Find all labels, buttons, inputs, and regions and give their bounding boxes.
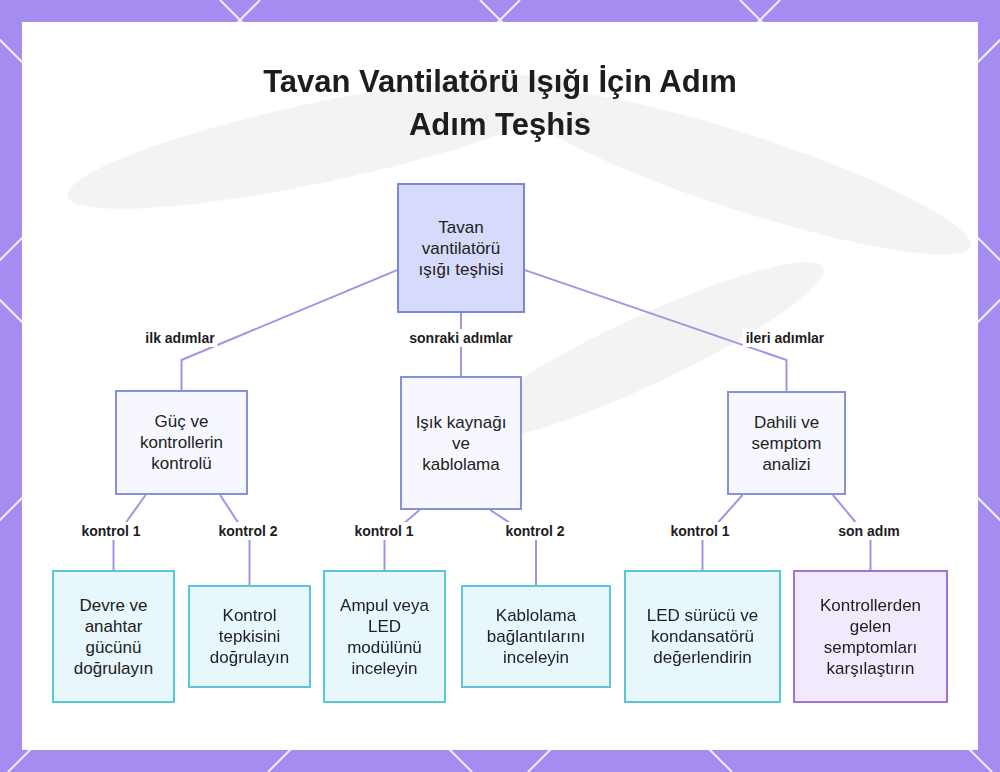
category-box: Dahili ve semptom analizi (727, 391, 846, 495)
node-text: Tavan vantilatörü ışığı teşhisi (417, 217, 505, 280)
step-box: Ampul veya LED modülünü inceleyin (323, 570, 446, 703)
root-box: Tavan vantilatörü ışığı teşhisi (397, 183, 525, 313)
step-box: Kontrol tepkisini doğrulayın (188, 585, 311, 688)
edge-label: kontrol 2 (215, 522, 280, 540)
node-text: Kontrollerden gelen semptomları karşılaş… (809, 595, 932, 679)
node-text: Kontrol tepkisini doğrulayın (204, 605, 295, 668)
step-box: Kablolama bağlantılarını inceleyin (461, 585, 611, 688)
edge-label: kontrol 1 (667, 522, 732, 540)
connector-line (385, 510, 420, 570)
edge-label: kontrol 1 (78, 522, 143, 540)
edge-label: kontrol 1 (351, 522, 416, 540)
edge-label: son adım (835, 522, 902, 540)
node-text: Güç ve kontrollerin kontrolü (129, 411, 234, 474)
node-text: Ampul veya LED modülünü inceleyin (339, 595, 430, 679)
step-box: LED sürücü ve kondansatörü değerlendirin (624, 570, 781, 703)
node-text: Devre ve anahtar gücünü doğrulayın (68, 595, 159, 679)
node-text: Dahili ve semptom analizi (741, 412, 832, 475)
node-text: Işık kaynağı ve kablolama (414, 412, 508, 475)
node-text: Kablolama bağlantılarını inceleyin (477, 605, 595, 668)
category-box: Güç ve kontrollerin kontrolü (115, 390, 248, 495)
diagram-title: Tavan Vantilatörü Işığı İçin Adım Adım T… (250, 60, 750, 146)
edge-label: ileri adımlar (743, 329, 828, 347)
final-step-box: Kontrollerden gelen semptomları karşılaş… (793, 570, 948, 703)
node-text: LED sürücü ve kondansatörü değerlendirin (640, 605, 765, 668)
connector-line (220, 495, 249, 585)
edge-label: sonraki adımlar (406, 329, 516, 347)
step-box: Devre ve anahtar gücünü doğrulayın (52, 570, 175, 703)
edge-label: kontrol 2 (502, 522, 567, 540)
edge-label: ilk adımlar (142, 329, 217, 347)
category-box: Işık kaynağı ve kablolama (400, 376, 522, 510)
